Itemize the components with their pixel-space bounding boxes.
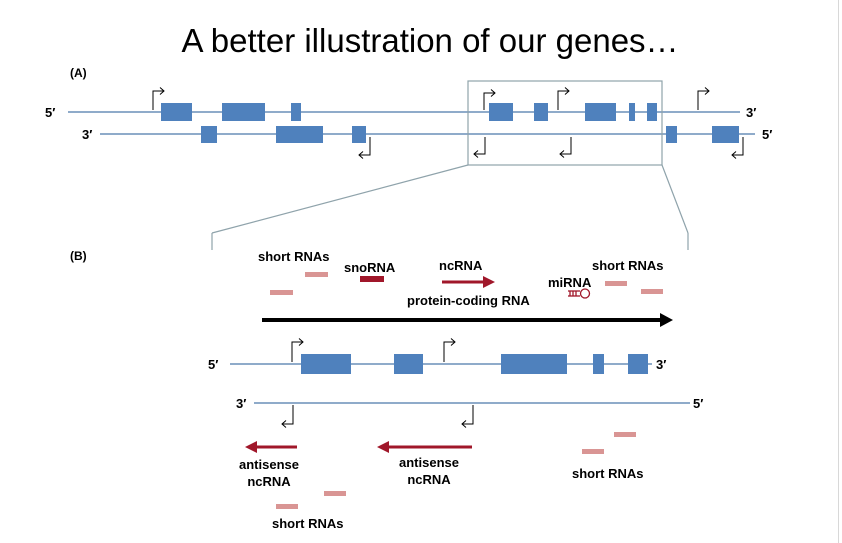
zoom-connector-right [661, 164, 689, 234]
tss-arrow-icon [443, 338, 456, 362]
panel-a-bottom-exon [201, 126, 217, 143]
slide-title: A better illustration of our genes… [181, 22, 678, 59]
short-rna-fragment [270, 290, 293, 295]
panel-b-exon [501, 354, 567, 374]
panel-a-bottom-5prime: 5′ [762, 127, 772, 142]
panel-a-bottom-3prime: 3′ [82, 127, 92, 142]
panel-a-top-exon [291, 103, 301, 121]
panel-a-top-exon [534, 103, 548, 121]
panel-a-label: (A) [70, 66, 87, 80]
tss-arrow-icon [281, 405, 294, 428]
snorna-bar [360, 276, 384, 282]
short-rna-fragment [324, 491, 346, 496]
ncrna-arrow-head [483, 276, 495, 288]
tss-arrow-icon [559, 137, 572, 158]
short-rna-fragment [276, 504, 298, 509]
protein-coding-rna-label: protein-coding RNA [407, 293, 530, 308]
panel-b-top-5prime: 5′ [208, 357, 218, 372]
panel-a-top-3prime: 3′ [746, 105, 756, 120]
antisense-ncrna-label: ncRNA [407, 472, 451, 487]
ncrna-label: ncRNA [439, 258, 483, 273]
panel-a-bottom-exon [352, 126, 366, 143]
protein-coding-rna-arrow-head [660, 313, 673, 327]
antisense-label: antisense [399, 455, 459, 470]
panel-a-bottom-exon [666, 126, 677, 143]
zoom-connector-left [211, 164, 469, 234]
panel-a-top-exon [222, 103, 265, 121]
panel-b-bottom-3prime: 3′ [236, 396, 246, 411]
panel-a-top-5prime: 5′ [45, 105, 55, 120]
antisense-label: antisense [239, 457, 299, 472]
panel-b-exon [394, 354, 423, 374]
short-rna-fragment [605, 281, 627, 286]
antisense-ncrna-arrow-head [245, 441, 257, 453]
tss-arrow-icon [697, 87, 710, 110]
short-rna-fragment [641, 289, 663, 294]
short-rnas-label: short RNAs [592, 258, 664, 273]
panel-b-label: (B) [70, 249, 87, 263]
tss-arrow-icon [557, 87, 570, 110]
tss-arrow-icon [291, 338, 304, 362]
short-rnas-label: short RNAs [272, 516, 344, 531]
panel-a: (A) 5′ 3′ 3′ 5′ [45, 66, 772, 166]
snorna-label: snoRNA [344, 260, 396, 275]
tss-arrow-icon [483, 89, 496, 110]
tss-arrow-icon [461, 405, 474, 428]
mirna-hairpin-icon [568, 288, 591, 299]
short-rna-fragment [614, 432, 636, 437]
tss-arrow-icon [473, 137, 486, 158]
tss-arrow-icon [358, 137, 371, 159]
panel-a-bottom-exon [712, 126, 739, 143]
panel-a-top-exon [489, 103, 513, 121]
slide-right-edge [838, 0, 839, 543]
antisense-ncrna-label: ncRNA [247, 474, 291, 489]
panel-b-exon [628, 354, 648, 374]
short-rna-fragment [305, 272, 328, 277]
panel-b-exon [301, 354, 351, 374]
panel-a-bottom-exon [276, 126, 323, 143]
short-rna-fragment [582, 449, 604, 454]
panel-b-exon [593, 354, 604, 374]
mirna-label: miRNA [548, 275, 592, 290]
antisense-ncrna-arrow-head [377, 441, 389, 453]
tss-arrow-icon [731, 137, 744, 159]
panel-a-top-exon [647, 103, 657, 121]
zoom-region-box [467, 80, 663, 166]
panel-a-top-exon [629, 103, 635, 121]
panel-b-top-3prime: 3′ [656, 357, 666, 372]
short-rnas-label: short RNAs [572, 466, 644, 481]
panel-b: (B) short RNAs snoRNA ncRNA miRNA short … [70, 249, 703, 531]
panel-a-top-exon [161, 103, 192, 121]
tss-arrow-icon [152, 87, 165, 110]
panel-b-bottom-5prime: 5′ [693, 396, 703, 411]
short-rnas-label: short RNAs [258, 249, 330, 264]
panel-a-top-exon [585, 103, 616, 121]
